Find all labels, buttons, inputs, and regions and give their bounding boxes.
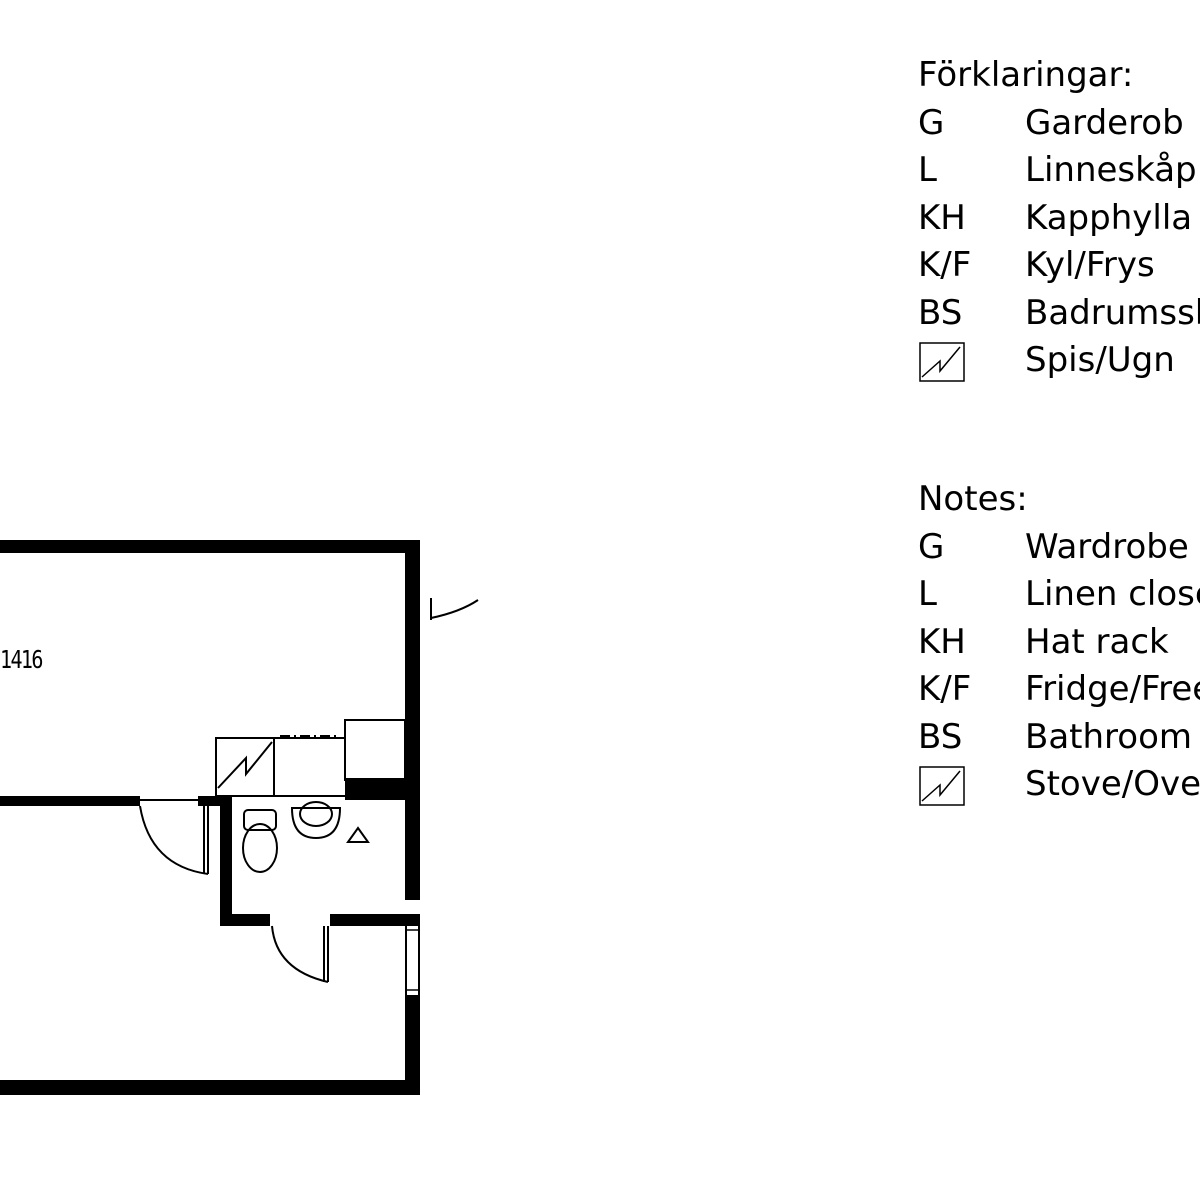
legend-code: KH: [918, 621, 966, 662]
legend-row: L Linen closet: [918, 571, 1200, 619]
legend-description: Badrumsskåp: [1025, 292, 1200, 333]
entry-door: [430, 598, 479, 620]
legend-row: K/F Fridge/Freezer: [918, 666, 1200, 714]
legend-english: Notes: G Wardrobe L Linen closet KH Hat rac…: [918, 476, 1200, 809]
exterior-walls: [0, 540, 420, 1095]
interior-walls: [0, 778, 420, 926]
legend-row: Stove/Oven: [918, 761, 1200, 809]
legend-code: BS: [918, 716, 963, 757]
legend-description: Garderob: [1025, 102, 1184, 143]
stove-oven-icon: [919, 766, 965, 806]
legend-row: Spis/Ugn: [918, 337, 1200, 385]
legend-description: Fridge/Freezer: [1025, 669, 1200, 709]
legend-code: G: [918, 102, 945, 143]
bathroom-fixtures: [242, 801, 370, 873]
legend-description: Linneskåp: [1025, 150, 1197, 190]
legend-row: BS Badrumsskåp: [918, 290, 1200, 338]
kitchen: [215, 719, 406, 797]
legend-code: L: [918, 574, 937, 614]
legend-description: Linen closet: [1025, 574, 1200, 614]
legend-swedish: Förklaringar: G Garderob L Linneskåp KH Kap…: [918, 52, 1200, 385]
legend-code: K/F: [918, 245, 972, 285]
legend-description: Wardrobe: [1025, 526, 1189, 567]
legend-description: Stove/Oven: [1025, 764, 1200, 804]
legend-code: G: [918, 526, 945, 567]
legend-title: Förklaringar:: [918, 55, 1134, 95]
legend-row: K/F Kyl/Frys: [918, 242, 1200, 290]
bathroom-door: [271, 925, 329, 983]
legend-description: Hat rack: [1025, 621, 1169, 662]
legend-row: KH Kapphylla: [918, 195, 1200, 243]
legend-code: KH: [918, 197, 966, 238]
legend-row: G Garderob: [918, 100, 1200, 148]
legend-code: L: [918, 150, 937, 190]
legend-code: BS: [918, 292, 963, 333]
stove-oven-icon: [919, 342, 965, 382]
legend-description: Spis/Ugn: [1025, 340, 1175, 380]
legend-description: Kapphylla: [1025, 197, 1193, 238]
legend-title: Notes:: [918, 479, 1028, 519]
legend-row: G Wardrobe: [918, 524, 1200, 572]
room-number-label: 1416: [0, 645, 43, 674]
legend-row: BS Bathroom cabinet: [918, 714, 1200, 762]
legend-row: KH Hat rack: [918, 619, 1200, 667]
legend-description: Bathroom cabinet: [1025, 716, 1200, 757]
room-door: [139, 799, 209, 875]
legend-code: K/F: [918, 669, 972, 709]
legend-row: L Linneskåp: [918, 147, 1200, 195]
legend-description: Kyl/Frys: [1025, 245, 1155, 285]
